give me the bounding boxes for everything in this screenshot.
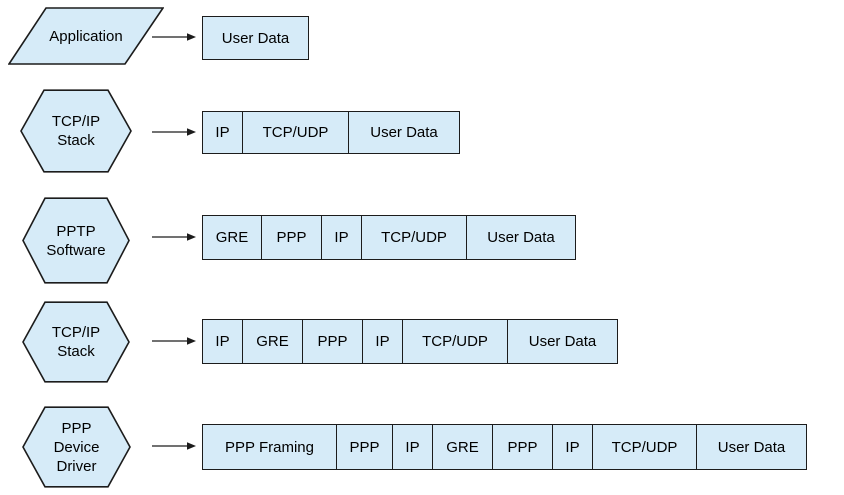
arrow-icon (152, 33, 196, 41)
stage-shape-tcpip-stack (20, 89, 132, 173)
arrow-icon (152, 442, 196, 450)
stage-shape-ppp-device-driver (22, 406, 131, 488)
packet-segment: IP (552, 425, 592, 469)
packet-segment: TCP/UDP (361, 216, 466, 259)
stage-label-tcpip-stack-2: TCP/IP Stack (51, 324, 101, 360)
packet-segment: GRE (242, 320, 302, 363)
stage-label-tcpip-stack: TCP/IP Stack (51, 113, 101, 149)
packet-segment: User Data (466, 216, 575, 259)
packet-segment: GRE (215, 229, 249, 246)
arrow-icon (152, 233, 196, 241)
arrow-icon (152, 128, 196, 136)
packet-segment: PPP (492, 425, 552, 469)
stage-shape-tcpip-stack-2 (22, 301, 130, 383)
packet-segment: PPP Framing (225, 438, 314, 456)
packet-segment: PPP (261, 216, 321, 259)
packet-segment: PPP (302, 320, 362, 363)
packet-segment: PPP (336, 425, 392, 469)
packet-segment: GRE (432, 425, 492, 469)
packet-segment: User Data (696, 425, 806, 469)
packet-segment: IP (215, 124, 230, 141)
packet-row-ppp-device-driver: PPP Framing PPP IP GRE PPP IP TCP/UDP Us… (202, 424, 807, 470)
arrow-icon (152, 337, 196, 345)
packet-segment: User Data (221, 29, 290, 47)
stage-label-application: Application (49, 27, 123, 45)
packet-segment: TCP/UDP (242, 112, 348, 153)
stage-label-pptp-software: PPTP Software (46, 222, 106, 259)
stage-shape-application (8, 7, 164, 65)
packet-segment: TCP/UDP (402, 320, 507, 363)
packet-segment: IP (362, 320, 402, 363)
packet-segment: User Data (348, 112, 459, 153)
packet-segment: User Data (507, 320, 617, 363)
packet-segment: IP (215, 333, 230, 350)
packet-row-tcpip-stack-2: IP GRE PPP IP TCP/UDP User Data (202, 319, 618, 364)
stage-label-ppp-device-driver: PPP Device Driver (53, 419, 100, 475)
packet-row-tcpip-stack: IP TCP/UDP User Data (202, 111, 460, 154)
stage-shape-pptp-software (22, 197, 130, 284)
packet-segment: TCP/UDP (592, 425, 696, 469)
packet-row-pptp-software: GRE PPP IP TCP/UDP User Data (202, 215, 576, 260)
packet-segment: IP (321, 216, 361, 259)
packet-segment: IP (392, 425, 432, 469)
packet-row-application: User Data (202, 16, 309, 60)
